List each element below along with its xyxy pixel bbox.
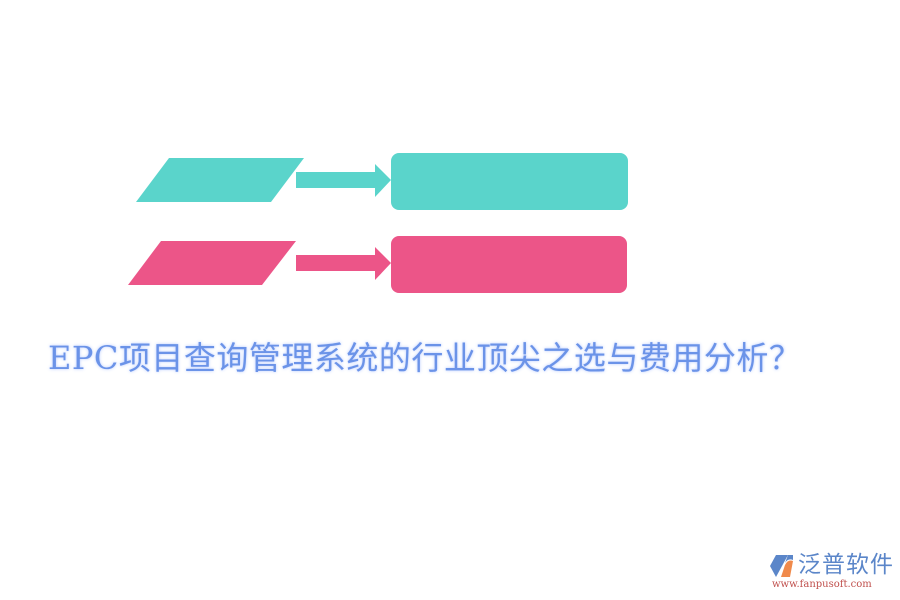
arrow-right-icon — [296, 247, 391, 280]
output-box-pink — [391, 236, 627, 293]
brand-logo[interactable]: 泛普软件 www.fanpusoft.com — [768, 551, 898, 591]
fanpu-logo-icon — [770, 555, 793, 577]
output-box-teal — [391, 153, 628, 210]
brand-url[interactable]: www.fanpusoft.com — [772, 579, 872, 590]
flow-row-2 — [128, 236, 627, 293]
input-parallelogram-pink — [128, 241, 296, 285]
flow-row-1 — [136, 153, 628, 210]
brand-name: 泛普软件 — [798, 552, 894, 578]
input-parallelogram-teal — [136, 158, 304, 202]
page-title: EPC项目查询管理系统的行业顶尖之选与费用分析？ — [48, 339, 802, 377]
arrow-right-icon — [296, 164, 391, 197]
